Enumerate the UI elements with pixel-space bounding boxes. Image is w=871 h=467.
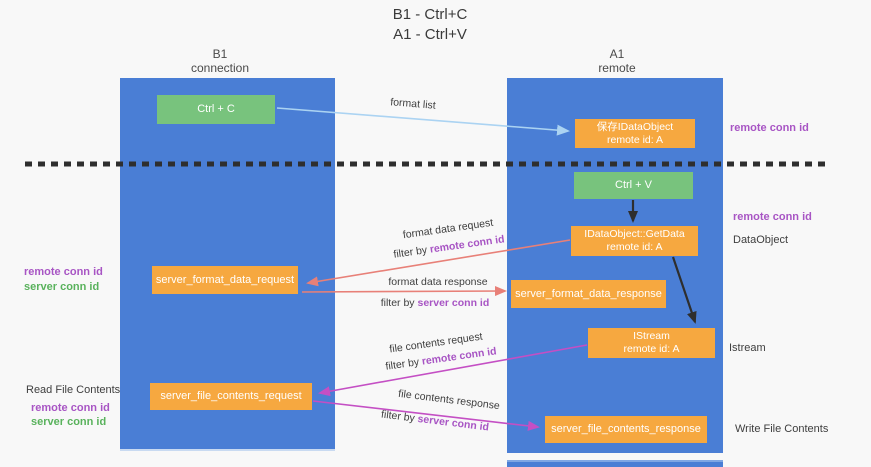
lane-a1-name: A1	[609, 47, 625, 61]
node-server-format-data-request: server_format_data_request	[152, 266, 298, 294]
annotation-left-server-conn-id-mid: server conn id	[24, 281, 100, 293]
filter-by-text: filter by	[380, 408, 419, 425]
lane-b1-name: B1	[212, 47, 228, 61]
node-save-dataobject-line2: remote id: A	[606, 133, 664, 146]
node-getdata-line1: IDataObject::GetData	[584, 228, 685, 240]
node-idataobject-getdata: IDataObject::GetData remote id: A	[571, 226, 698, 256]
title-line-a1: A1 - Ctrl+V	[393, 26, 467, 43]
node-getdata-line2: remote id: A	[606, 241, 663, 253]
node-file-response-label: server_file_contents_response	[551, 423, 701, 435]
annotation-remote-conn-id-top: remote conn id	[730, 122, 809, 134]
node-server-format-data-response: server_format_data_response	[511, 280, 666, 308]
lane-header-a1: A1 remote	[547, 47, 687, 75]
node-save-dataobject: 保存IDataObject remote id: A	[575, 119, 695, 148]
node-server-file-contents-response: server_file_contents_response	[545, 416, 707, 443]
edge-label-format-data-response: format data response	[388, 276, 488, 288]
annotation-left-remote-conn-id-mid: remote conn id	[24, 266, 103, 278]
annotation-left-remote-conn-id-bottom: remote conn id	[31, 402, 110, 414]
annotation-istream: Istream	[729, 342, 766, 354]
annotation-read-file-contents: Read File Contents	[26, 384, 121, 396]
edge-label-format-list: format list	[389, 96, 437, 112]
filter-key-server-conn-id: server conn id	[417, 297, 490, 309]
edge-label-file-contents-response: file contents response	[397, 387, 501, 413]
node-istream-line2: remote id: A	[623, 343, 680, 355]
filter-key-remote-conn-id: remote conn id	[429, 233, 506, 256]
node-format-request-label: server_format_data_request	[155, 273, 295, 286]
lane-b1-role: connection	[190, 61, 250, 75]
edge-label-file-contents-response-filter: filter by server conn id	[378, 408, 493, 434]
node-save-dataobject-line1: 保存IDataObject	[596, 120, 674, 133]
annotation-dataobject: DataObject	[733, 234, 789, 246]
edge-label-format-data-response-filter: filter by server conn id	[380, 297, 490, 309]
filter-by-text: filter by	[380, 297, 418, 309]
annotation-write-file-contents: Write File Contents	[735, 423, 829, 435]
node-istream-line1: IStream	[633, 330, 670, 342]
node-server-file-contents-request: server_file_contents_request	[150, 383, 312, 410]
diagram-title: B1 - Ctrl+C A1 - Ctrl+V	[330, 5, 530, 45]
filter-by-text: filter by	[384, 355, 423, 373]
title-line-b1: B1 - Ctrl+C	[392, 6, 468, 23]
node-ctrl-v-label: Ctrl + V	[615, 179, 652, 191]
node-format-response-label: server_format_data_response	[515, 287, 662, 300]
lane-a1-role: remote	[598, 61, 636, 75]
node-ctrl-c-label: Ctrl + C	[197, 103, 235, 115]
annotation-left-server-conn-id-bottom: server conn id	[31, 416, 107, 428]
lane-header-b1: B1 connection	[150, 47, 290, 75]
node-ctrl-v: Ctrl + V	[574, 172, 693, 199]
annotation-remote-conn-id-mid: remote conn id	[733, 211, 812, 223]
node-ctrl-c: Ctrl + C	[157, 95, 275, 124]
filter-by-text: filter by	[392, 243, 431, 261]
node-istream: IStream remote id: A	[588, 328, 715, 358]
node-file-request-label: server_file_contents_request	[160, 390, 302, 402]
filter-key-server-conn-id: server conn id	[416, 412, 490, 434]
lane-bottom-strip	[507, 460, 723, 467]
